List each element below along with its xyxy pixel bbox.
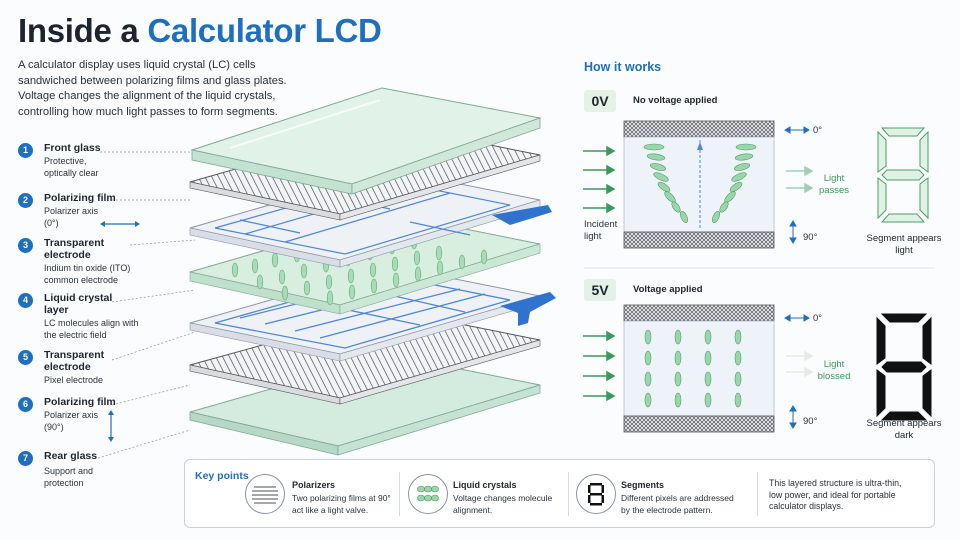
passing-light-arrows — [786, 165, 814, 194]
layer-name: Transparent electrode — [44, 349, 105, 373]
layer-desc: Protective, optically clear — [44, 156, 99, 178]
segment-light-digit — [877, 127, 929, 223]
incident-light-arrows-on — [583, 330, 616, 402]
key-points-title: Key points — [195, 470, 249, 482]
layer-name: Rear glass — [44, 450, 98, 462]
layer-number: 2 — [18, 193, 33, 208]
layer-desc: Support and protection — [44, 466, 94, 488]
pixel-electrode-layer — [189, 265, 556, 362]
key-point-name: Liquid crystals — [453, 480, 517, 490]
voltage-on-badge: 5V — [584, 279, 616, 301]
layer-name: Polarizing film — [44, 396, 116, 408]
divider — [399, 472, 400, 516]
segment-dark-caption: Segment appears dark — [866, 418, 942, 441]
horizontal-axis-arrow-icon — [100, 221, 140, 227]
light-passes-label: Light passes — [818, 173, 850, 196]
key-point-desc: Voltage changes molecule alignment. — [453, 493, 553, 515]
layer-number: 6 — [18, 397, 33, 412]
on-bottom-axis-label: 90° — [803, 416, 818, 427]
lc-molecules — [231, 224, 488, 306]
blocked-light-arrows — [786, 350, 814, 378]
segment-digit-icon — [576, 474, 616, 514]
layer-name: Polarizing film — [44, 192, 116, 204]
key-point-desc: Two polarizing films at 90° act like a l… — [292, 493, 391, 515]
off-bottom-axis-label: 90° — [803, 232, 818, 243]
intro-text: A calculator display uses liquid crystal… — [18, 59, 287, 118]
vertical-axis-arrow-icon — [108, 410, 114, 442]
layer-desc: LC molecules align with the electric fie… — [44, 318, 139, 340]
off-axis-arrows — [784, 126, 810, 244]
voltage-off-label: No voltage applied — [633, 95, 718, 106]
layer-number: 4 — [18, 293, 33, 308]
layer-number: 3 — [18, 238, 33, 253]
layer-desc: Indium tin oxide (ITO) common electrode — [44, 263, 131, 285]
polarizing-film-top-layer — [189, 124, 541, 221]
layer-name: Front glass — [44, 142, 101, 154]
incident-light-label: Incident light — [584, 219, 618, 242]
twisted-lc-molecules — [643, 143, 757, 223]
segment-dark-digit — [876, 313, 932, 421]
title-part-2: Calculator LCD — [147, 12, 382, 49]
liquid-crystal-icon — [408, 474, 448, 514]
common-electrode-layer — [189, 169, 552, 268]
on-top-axis-label: 0° — [813, 313, 823, 324]
incident-light-arrows — [583, 145, 616, 214]
divider — [757, 472, 758, 516]
layer-desc: Polarizer axis (90°) — [44, 410, 99, 432]
on-axis-arrows — [784, 314, 810, 429]
layer-name: Liquid crystal layer — [44, 292, 113, 316]
layer-desc: Pixel electrode — [44, 375, 104, 385]
layer-number: 1 — [18, 143, 33, 158]
liquid-crystal-layer — [189, 213, 541, 315]
cell-on-diagram — [583, 304, 814, 433]
voltage-off-badge: 0V — [584, 90, 616, 112]
polarizing-film-bottom-layer — [189, 309, 541, 405]
aligned-lc-molecules — [644, 329, 742, 408]
layer-number: 5 — [18, 350, 33, 365]
key-point-name: Segments — [621, 480, 665, 490]
layer-name: Transparent electrode — [44, 237, 105, 261]
key-points-summary: This layered structure is ultra-thin, lo… — [769, 478, 902, 511]
off-top-axis-label: 0° — [813, 125, 823, 136]
voltage-on-label: Voltage applied — [633, 284, 703, 295]
title-part-1: Inside a — [18, 12, 148, 49]
segment-light-caption: Segment appears light — [866, 233, 942, 256]
layer-desc: Polarizer axis (0°) — [44, 206, 99, 228]
key-points-panel: Key points Polarizers Two polarizing fil… — [184, 459, 935, 528]
rear-glass-layer — [189, 354, 541, 456]
page-title: Inside a Calculator LCD — [18, 12, 382, 50]
how-it-works-title: How it works — [584, 60, 662, 74]
key-point-name: Polarizers — [292, 480, 336, 490]
polarizer-icon — [245, 474, 285, 514]
light-blocked-label: Light blossed — [817, 359, 851, 382]
divider — [568, 472, 569, 516]
key-point-desc: Different pixels are addressed by the el… — [621, 493, 734, 515]
layer-number: 7 — [18, 451, 33, 466]
